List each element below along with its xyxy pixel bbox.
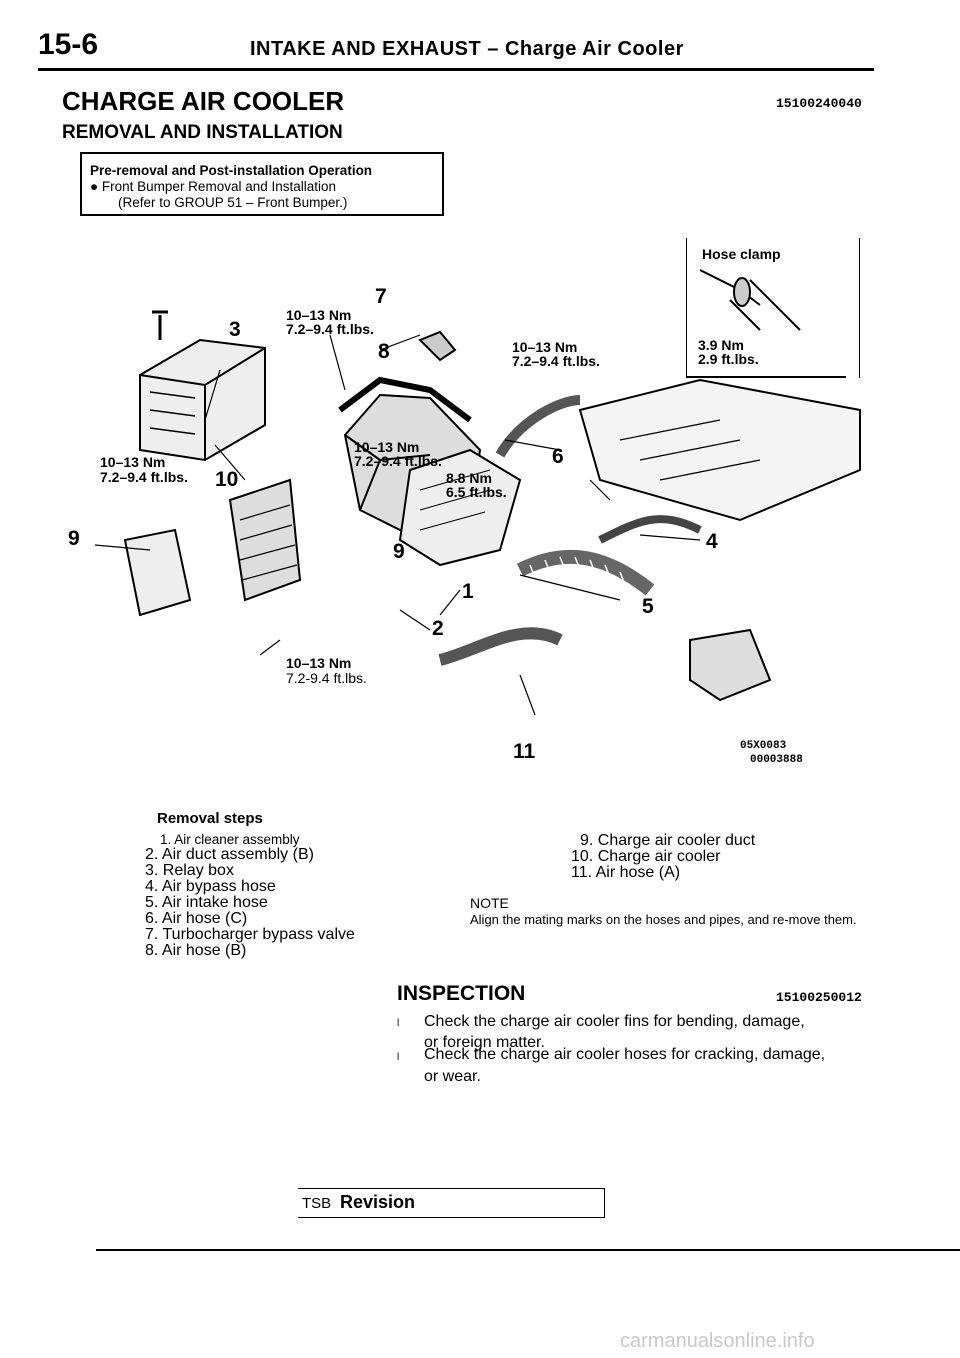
hose-clamp-label: Hose clamp: [702, 246, 781, 262]
tsb-prefix: TSB: [302, 1195, 332, 1212]
footer-rule: [96, 1249, 960, 1251]
tsb-revision-label: Revision: [340, 1192, 416, 1212]
removal-step: 1. Air cleaner assembly: [160, 832, 300, 847]
hose-clamp-torque-ftlbs: 2.9 ft.lbs.: [698, 351, 759, 367]
header-title: INTAKE AND EXHAUST – Charge Air Cooler: [250, 38, 684, 60]
pre-removal-box-rule: [80, 214, 444, 216]
torque-label-nm: 10–13 Nm: [354, 439, 420, 455]
section-subtitle: REMOVAL AND INSTALLATION: [62, 122, 343, 143]
hose-clamp-torque-nm: 3.9 Nm: [698, 337, 744, 353]
removal-step: 9. Charge air cooler duct: [580, 832, 756, 849]
bullet-mark: l: [397, 1052, 400, 1063]
callout-number: 10: [215, 468, 239, 491]
removal-step: 7. Turbocharger bypass valve: [145, 926, 355, 943]
section-title: CHARGE AIR COOLER: [62, 86, 345, 116]
pre-removal-item: ● Front Bumper Removal and Installation: [90, 179, 337, 194]
removal-step: 2. Air duct assembly (B): [145, 846, 314, 863]
inspection-item-cont: or wear.: [424, 1068, 481, 1085]
inspection-title: INSPECTION: [397, 982, 526, 1005]
torque-label-ftlbs: 7.2–9.4 ft.lbs.: [286, 321, 374, 337]
removal-step: 6. Air hose (C): [145, 910, 248, 927]
tsb-revision-box: TSB Revision: [298, 1188, 605, 1218]
inspection-item: Check the charge air cooler fins for ben…: [424, 1013, 805, 1030]
callout-number: 11: [513, 740, 536, 763]
torque-label-ftlbs: 7.2-9.4 ft.lbs.: [286, 670, 367, 686]
torque-label-nm: 8.8 Nm: [446, 470, 492, 486]
inspection-item-cont: or foreign matter.: [424, 1034, 545, 1051]
callout-number: 8: [378, 340, 390, 363]
hose-clamp-inset: [686, 238, 860, 378]
removal-step: 8. Air hose (B): [145, 942, 247, 959]
torque-label-nm: 10–13 Nm: [286, 655, 352, 671]
removal-step: 4. Air bypass hose: [145, 878, 276, 895]
callout-number: 5: [642, 595, 654, 618]
removal-step: 3. Relay box: [145, 862, 234, 879]
inspection-code: 15100250012: [776, 990, 862, 1005]
torque-label-nm: 10–13 Nm: [512, 339, 578, 355]
charge-air-cooler-exploded-diagram: [94, 269, 861, 716]
torque-label-nm: 10–13 Nm: [286, 307, 352, 323]
torque-label-nm: 10–13 Nm: [100, 454, 166, 470]
torque-label-ftlbs: 7.2–9.4 ft.lbs.: [100, 469, 188, 485]
removal-step: 11. Air hose (A): [571, 864, 681, 881]
section-code: 15100240040: [776, 96, 862, 111]
hose-clamp-inset-rule: [686, 376, 846, 378]
pre-removal-heading: Pre-removal and Post-installation Operat…: [90, 163, 373, 178]
callout-number: 7: [375, 285, 387, 308]
inspection-item: Check the charge air cooler hoses for cr…: [424, 1046, 826, 1063]
note-label: NOTE: [470, 895, 509, 911]
header-rule: [38, 68, 874, 71]
callout-number: 9: [393, 540, 405, 563]
bullet-mark: l: [397, 1018, 400, 1029]
note-text: Align the mating marks on the hoses and …: [470, 912, 857, 927]
callout-number: 2: [432, 617, 444, 640]
torque-label-ftlbs: 6.5 ft.lbs.: [446, 484, 507, 500]
removal-step: 10. Charge air cooler: [571, 848, 721, 865]
callout-number: 4: [706, 530, 718, 553]
callout-number: 1: [462, 580, 474, 603]
pre-removal-box: Pre-removal and Post-installation Operat…: [80, 152, 444, 216]
callout-number: 3: [229, 318, 241, 341]
torque-label-ftlbs: 7.2–9.4 ft.lbs.: [512, 353, 600, 369]
watermark: carmanualsonline.info: [620, 1330, 815, 1352]
figure-code: 00003888: [750, 754, 803, 766]
page-number: 15-6: [38, 28, 99, 61]
torque-label-ftlbs: 7.2–9.4 ft.lbs.: [354, 453, 442, 469]
callout-number: 9: [68, 527, 80, 550]
removal-steps-heading: Removal steps: [157, 810, 263, 827]
figure-code: 05X0083: [740, 740, 787, 752]
callout-number: 6: [552, 445, 564, 468]
pre-removal-reference: (Refer to GROUP 51 – Front Bumper.): [118, 195, 348, 210]
removal-step: 5. Air intake hose: [145, 894, 268, 911]
